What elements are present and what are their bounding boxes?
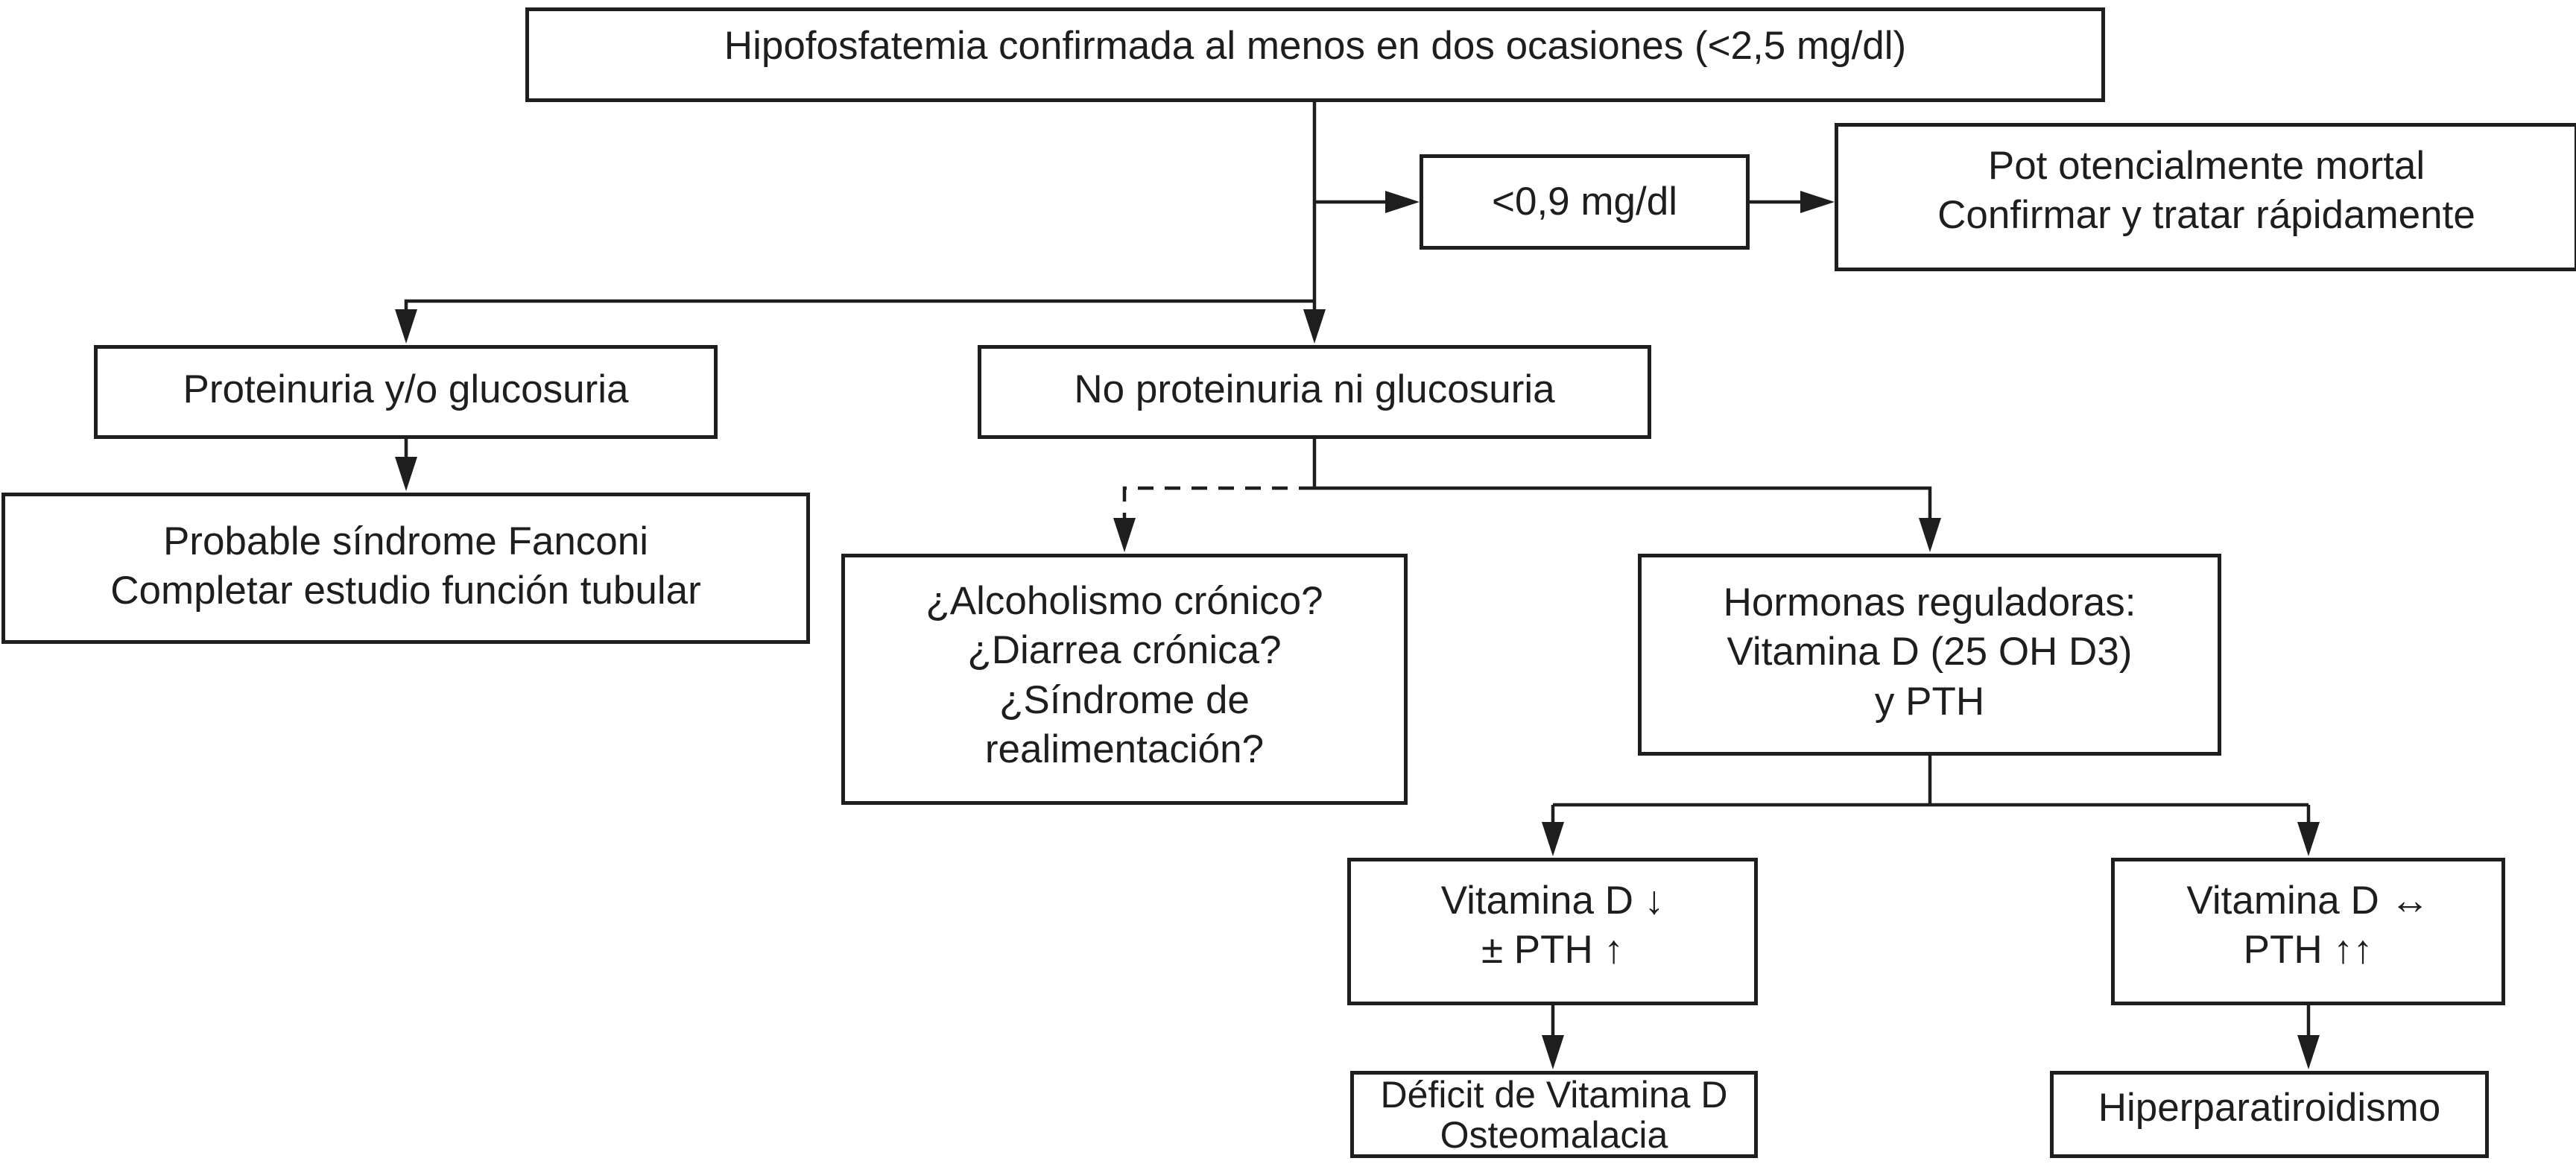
node-potencialmente-mortal-label: Pot otencialmente mortal Confirmar y tra… bbox=[1937, 144, 2475, 238]
edge-vitd-baja-deficit bbox=[1542, 1005, 1564, 1069]
node-proteinuria-glucosuria: Proteinuria y/o glucosuria bbox=[94, 345, 718, 439]
node-sindrome-fanconi: Probable síndrome Fanconi Completar estu… bbox=[1, 493, 810, 644]
edge-confirmada-proteinuria bbox=[395, 299, 1314, 344]
node-hormonas-reguladoras: Hormonas reguladoras: Vitamina D (25 OH … bbox=[1638, 554, 2221, 756]
node-vitamina-d-normal: Vitamina D ↔ PTH ↑↑ bbox=[2111, 858, 2505, 1005]
node-potencialmente-mortal: Pot otencialmente mortal Confirmar y tra… bbox=[1835, 123, 2576, 271]
node-vitamina-d-baja: Vitamina D ↓ ± PTH ↑ bbox=[1347, 858, 1758, 1005]
edge-hormonas-split bbox=[1542, 756, 2320, 856]
edge-no-proteinuria-hormonas bbox=[1314, 486, 1941, 552]
edge-no-proteinuria-causas bbox=[1113, 486, 1314, 552]
node-hiperparatiroidismo-label: Hiperparatiroidismo bbox=[2098, 1086, 2441, 1130]
node-hipofosfatemia-confirmada: Hipofosfatemia confirmada al menos en do… bbox=[525, 7, 2105, 102]
node-proteinuria-glucosuria-label: Proteinuria y/o glucosuria bbox=[183, 367, 629, 411]
node-vitamina-d-baja-label: Vitamina D ↓ ± PTH ↑ bbox=[1440, 879, 1665, 972]
node-hormonas-reguladoras-label: Hormonas reguladoras: Vitamina D (25 OH … bbox=[1723, 581, 2136, 724]
edge-severa-mortal bbox=[1750, 191, 1835, 213]
node-causas-digestivas: ¿Alcoholismo crónico? ¿Diarrea crónica? … bbox=[841, 554, 1408, 805]
node-hiperparatiroidismo: Hiperparatiroidismo bbox=[2050, 1071, 2489, 1158]
edge-proteinuria-fanconi bbox=[395, 439, 417, 491]
node-hipofosfatemia-confirmada-label: Hipofosfatemia confirmada al menos en do… bbox=[724, 24, 1907, 68]
edge-confirmada-no-proteinuria bbox=[1303, 102, 1326, 344]
node-deficit-vitamina-d: Déficit de Vitamina D Osteomalacia bbox=[1350, 1071, 1758, 1158]
node-sindrome-fanconi-label: Probable síndrome Fanconi Completar estu… bbox=[110, 519, 701, 613]
node-no-proteinuria: No proteinuria ni glucosuria bbox=[978, 345, 1651, 439]
edge-confirmada-severa bbox=[1314, 191, 1420, 213]
node-vitamina-d-normal-label: Vitamina D ↔ PTH ↑↑ bbox=[2186, 879, 2430, 972]
node-hipofosfatemia-severa-label: <0,9 mg/dl bbox=[1492, 179, 1677, 224]
edge-vitd-normal-hiperpara bbox=[2297, 1005, 2320, 1069]
node-causas-digestivas-label: ¿Alcoholismo crónico? ¿Diarrea crónica? … bbox=[925, 579, 1323, 771]
node-no-proteinuria-label: No proteinuria ni glucosuria bbox=[1074, 367, 1555, 411]
node-hipofosfatemia-severa: <0,9 mg/dl bbox=[1420, 154, 1750, 250]
node-deficit-vitamina-d-label: Déficit de Vitamina D Osteomalacia bbox=[1380, 1073, 1728, 1156]
